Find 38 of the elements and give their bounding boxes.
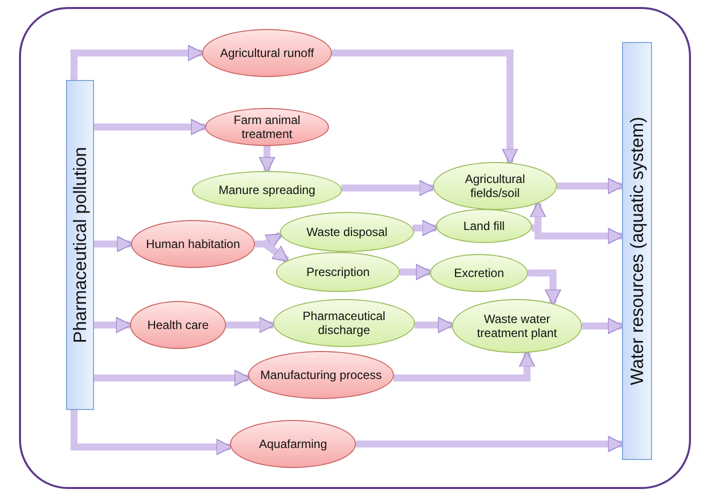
arrow bbox=[412, 220, 438, 236]
arrow bbox=[393, 350, 536, 382]
vertical-bar bbox=[66, 80, 94, 410]
node-label: Human habitation bbox=[144, 237, 242, 251]
arrow bbox=[94, 236, 133, 252]
arrow bbox=[557, 178, 624, 194]
node-label: Health care bbox=[146, 318, 210, 332]
ellipse-node bbox=[436, 209, 532, 243]
node-label: Prescription bbox=[305, 265, 371, 279]
arrow bbox=[70, 410, 232, 456]
arrow bbox=[94, 118, 207, 136]
node-label: Pharmaceutical discharge bbox=[302, 309, 386, 337]
arrow bbox=[258, 146, 276, 173]
node-label: Manure spreading bbox=[218, 183, 316, 197]
arrow bbox=[414, 316, 454, 334]
arrow bbox=[532, 224, 624, 244]
node-label: Waste disposal bbox=[306, 225, 388, 239]
ellipse-node bbox=[280, 212, 414, 252]
node-label: Manufacturing process bbox=[259, 368, 383, 382]
arrow bbox=[582, 318, 624, 334]
arrow bbox=[356, 436, 624, 452]
node-label: Farm animal treatment bbox=[232, 113, 302, 141]
arrow bbox=[342, 180, 436, 196]
arrow bbox=[94, 370, 251, 386]
node-label: Agricultural runoff bbox=[219, 46, 315, 60]
node-label: Waste water treatment plant bbox=[476, 312, 558, 340]
arrow bbox=[332, 50, 518, 165]
arrow bbox=[226, 316, 276, 334]
node-label: Land fill bbox=[462, 219, 506, 233]
arrow bbox=[94, 316, 132, 334]
ellipse-node bbox=[276, 252, 400, 292]
node-label: Excretion bbox=[452, 266, 506, 280]
arrow bbox=[528, 270, 562, 306]
arrow bbox=[400, 264, 432, 280]
vertical-bar bbox=[622, 42, 652, 460]
arrow bbox=[70, 44, 204, 80]
node-label: Agricultural fields/soil bbox=[464, 172, 526, 200]
node-label: Aquafarming bbox=[258, 437, 328, 451]
